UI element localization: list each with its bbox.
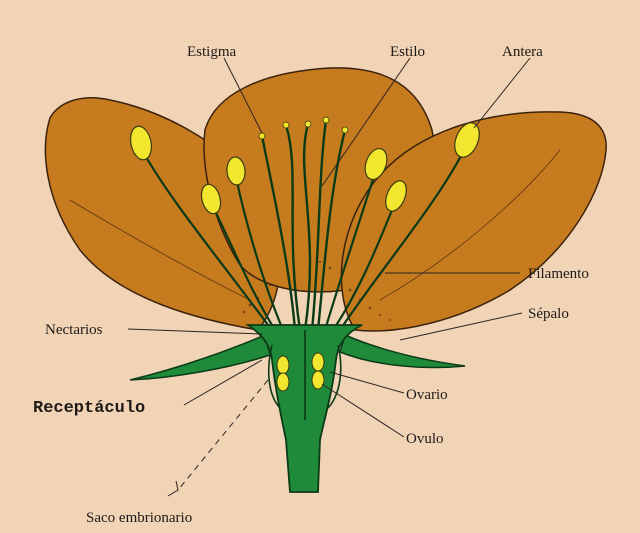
label-ovulo: Ovulo — [406, 431, 444, 447]
label-antera: Antera — [502, 44, 543, 60]
label-estilo: Estilo — [390, 44, 425, 60]
label-receptaculo: Receptáculo — [33, 399, 145, 418]
ovule — [277, 373, 289, 391]
leader-ovulo — [322, 384, 404, 437]
sepal-left — [130, 335, 270, 380]
petals — [45, 68, 606, 331]
ovule — [277, 356, 289, 374]
label-ovario: Ovario — [406, 387, 448, 403]
leader-saco — [178, 380, 268, 490]
label-sepalo: Sépalo — [528, 306, 569, 322]
label-estigma: Estigma — [187, 44, 237, 60]
leader-ovario — [330, 372, 404, 393]
label-saco: Saco embrionario — [86, 510, 192, 526]
label-filamento: Filamento — [528, 266, 589, 282]
ovule — [312, 353, 324, 371]
label-nectarios: Nectarios — [45, 322, 103, 338]
leader-nectarios — [128, 329, 262, 334]
ovule — [312, 371, 324, 389]
